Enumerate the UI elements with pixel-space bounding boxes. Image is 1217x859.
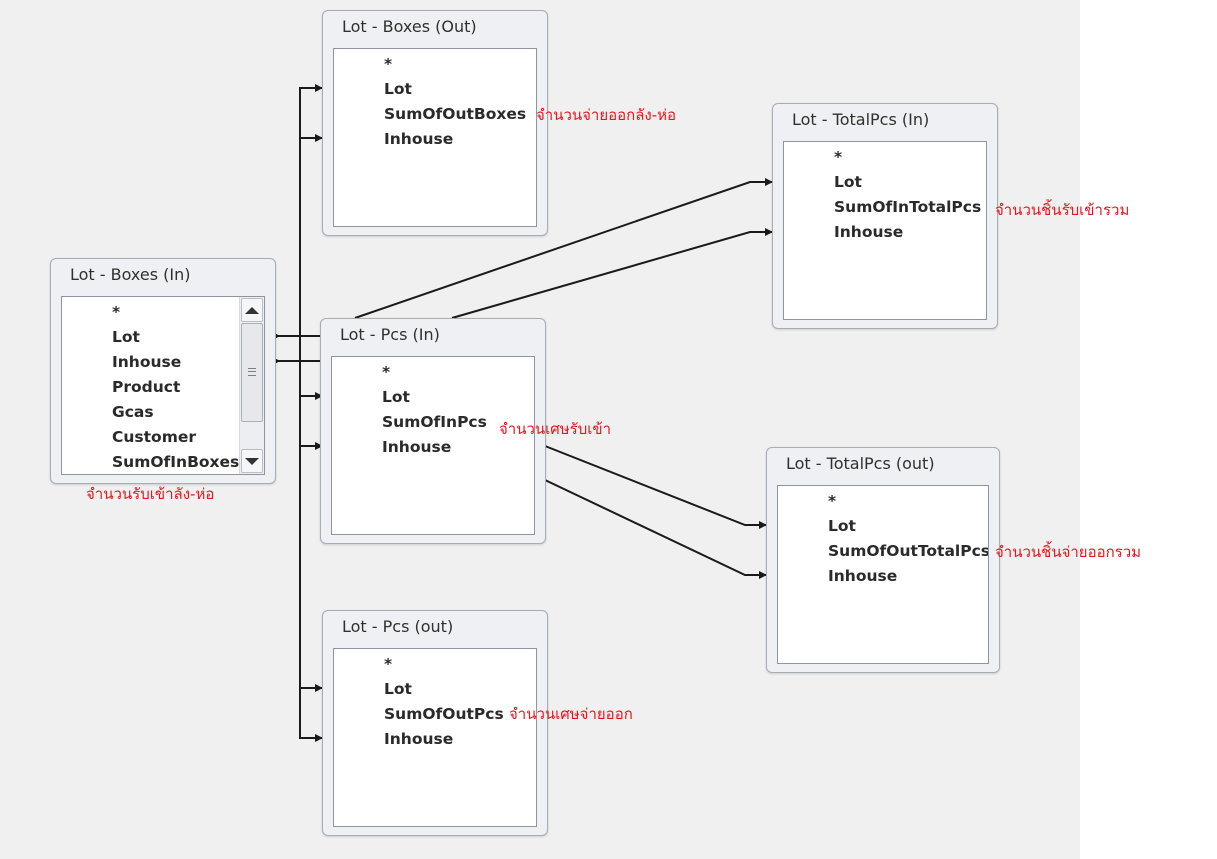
field-item[interactable]: Lot bbox=[112, 328, 140, 346]
field-item[interactable]: Lot bbox=[382, 388, 410, 406]
field-item[interactable]: Inhouse bbox=[828, 567, 898, 585]
annotation-totalpcs-out: จำนวนชิ้นจ่ายออกรวม bbox=[995, 543, 1142, 561]
table-boxes-out[interactable]: Lot - Boxes (Out) * Lot SumOfOutBoxes In… bbox=[322, 10, 548, 236]
field-item[interactable]: * bbox=[112, 303, 121, 321]
field-item[interactable]: * bbox=[384, 55, 393, 73]
annotation-pcs-in: จำนวนเศษรับเข้า bbox=[499, 420, 612, 438]
table-totalpcs-out[interactable]: Lot - TotalPcs (out) * Lot SumOfOutTotal… bbox=[766, 447, 1000, 673]
field-list[interactable]: * Lot SumOfOutPcs Inhouse bbox=[333, 648, 537, 827]
table-boxes-in[interactable]: Lot - Boxes (In) * Lot Inhouse Product G… bbox=[50, 258, 276, 484]
field-item[interactable]: Product bbox=[112, 378, 181, 396]
field-list[interactable]: * Lot SumOfOutBoxes Inhouse bbox=[333, 48, 537, 227]
field-item[interactable]: * bbox=[828, 492, 837, 510]
field-item[interactable]: Customer bbox=[112, 428, 197, 446]
annotation-totalpcs-in: จำนวนชิ้นรับเข้ารวม bbox=[995, 201, 1130, 219]
join-line-pcs-out-lot bbox=[299, 336, 323, 692]
join-line-totalpcs-out-inhouse bbox=[544, 479, 767, 579]
field-item[interactable]: SumOfOutTotalPcs bbox=[828, 542, 989, 560]
grip-lines-icon bbox=[248, 368, 256, 376]
table-pcs-out[interactable]: Lot - Pcs (out) * Lot SumOfOutPcs Inhous… bbox=[322, 610, 548, 836]
annotation-pcs-out: จำนวนเศษจ่ายออก bbox=[509, 705, 633, 723]
table-title[interactable]: Lot - Boxes (In) bbox=[70, 265, 191, 284]
field-item[interactable]: SumOfInPcs bbox=[382, 413, 487, 431]
field-item[interactable]: Gcas bbox=[112, 403, 154, 421]
join-line-pcs-out-inhouse bbox=[299, 361, 323, 742]
field-list[interactable]: * Lot SumOfOutTotalPcs Inhouse bbox=[777, 485, 989, 664]
scroll-down-button[interactable] bbox=[241, 449, 263, 473]
field-item[interactable]: * bbox=[834, 148, 843, 166]
table-title[interactable]: Lot - Pcs (In) bbox=[340, 325, 440, 344]
field-item[interactable]: Inhouse bbox=[834, 223, 904, 241]
field-list[interactable]: * Lot SumOfInPcs Inhouse bbox=[331, 356, 535, 535]
field-item[interactable]: SumOfOutBoxes bbox=[384, 105, 527, 123]
field-item[interactable]: Inhouse bbox=[384, 130, 454, 148]
field-item[interactable]: Lot bbox=[834, 173, 862, 191]
field-item[interactable]: SumOfOutPcs bbox=[384, 705, 504, 723]
field-item[interactable]: Inhouse bbox=[112, 353, 182, 371]
field-list[interactable]: * Lot Inhouse Product Gcas Customer SumO… bbox=[61, 296, 265, 475]
field-list[interactable]: * Lot SumOfInTotalPcs Inhouse bbox=[783, 141, 987, 320]
relationships-canvas: Lot - Boxes (Out) * Lot SumOfOutBoxes In… bbox=[0, 0, 1141, 859]
table-pcs-in[interactable]: Lot - Pcs (In) * Lot SumOfInPcs Inhouse bbox=[320, 318, 546, 544]
table-title[interactable]: Lot - Boxes (Out) bbox=[342, 17, 477, 36]
field-item[interactable]: * bbox=[382, 363, 391, 381]
table-title[interactable]: Lot - TotalPcs (out) bbox=[786, 454, 935, 473]
scroll-up-button[interactable] bbox=[241, 298, 263, 322]
join-line-totalpcs-in-inhouse bbox=[451, 228, 773, 319]
vertical-scrollbar[interactable] bbox=[239, 297, 264, 474]
join-line-boxes-out-lot bbox=[276, 84, 323, 337]
field-item[interactable]: Inhouse bbox=[382, 438, 452, 456]
field-item[interactable]: * bbox=[384, 655, 393, 673]
field-item[interactable]: Lot bbox=[384, 680, 412, 698]
annotation-boxes-in: จำนวนรับเข้าลัง-ห่อ bbox=[86, 485, 215, 503]
table-title[interactable]: Lot - Pcs (out) bbox=[342, 617, 454, 636]
annotation-boxes-out: จำนวนจ่ายออกลัง-ห่อ bbox=[536, 106, 677, 124]
scroll-thumb[interactable] bbox=[241, 323, 263, 422]
field-item[interactable]: Lot bbox=[384, 80, 412, 98]
field-item[interactable]: SumOfInBoxes bbox=[112, 453, 240, 471]
join-line-totalpcs-out-lot bbox=[544, 445, 767, 529]
triangle-down-icon bbox=[245, 457, 259, 465]
field-item[interactable]: Lot bbox=[828, 517, 856, 535]
triangle-up-icon bbox=[245, 306, 259, 314]
table-totalpcs-in[interactable]: Lot - TotalPcs (In) * Lot SumOfInTotalPc… bbox=[772, 103, 998, 329]
join-line-boxes-out-inhouse bbox=[276, 134, 323, 362]
table-title[interactable]: Lot - TotalPcs (In) bbox=[792, 110, 930, 129]
field-item[interactable]: Inhouse bbox=[384, 730, 454, 748]
field-item[interactable]: SumOfInTotalPcs bbox=[834, 198, 982, 216]
